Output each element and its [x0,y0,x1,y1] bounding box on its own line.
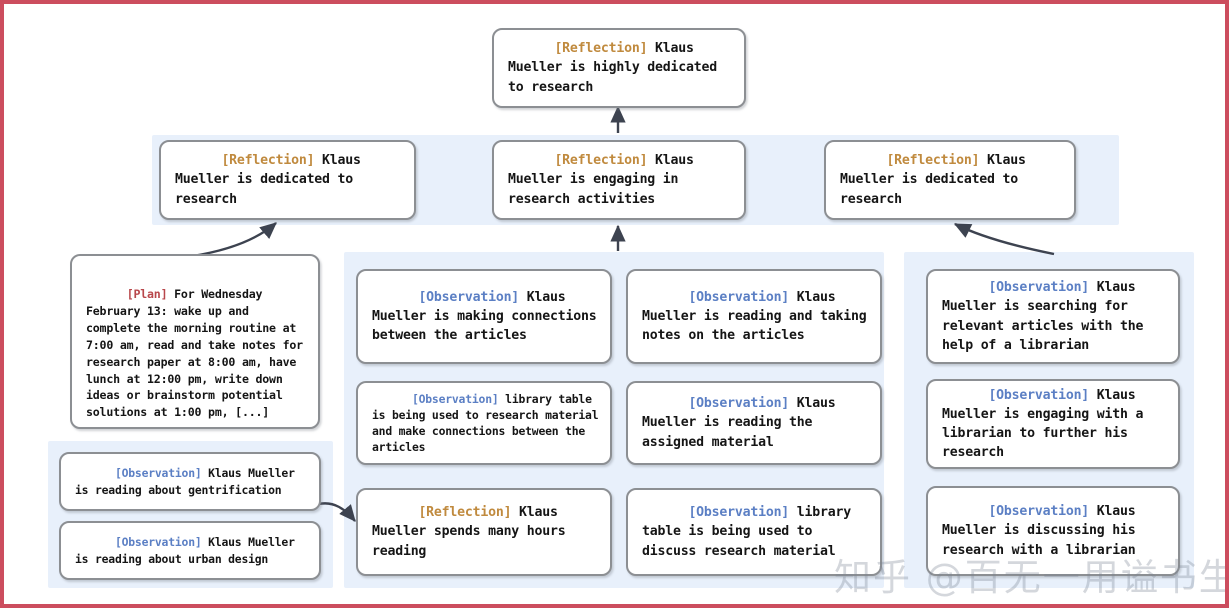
node-col2-observation-1[interactable]: [Observation] Klaus Mueller is reading a… [626,269,882,364]
node-text: Klaus Mueller is engaging with a librari… [942,387,1151,461]
node-reflection-left[interactable]: [Reflection] Klaus Mueller is dedicated … [159,140,416,220]
reflection-tag: [Reflection] [554,153,648,169]
observation-tag: [Observation] [114,466,202,481]
node-text: Klaus Mueller is dedicated to research [175,153,369,207]
node-text: library table is being used to research … [372,391,606,455]
node-left-observation-1[interactable]: [Observation] Klaus Mueller is reading a… [59,452,321,511]
node-top-reflection[interactable]: [Reflection] Klaus Mueller is highly ded… [492,28,746,108]
node-text: Klaus Mueller is dedicated to research [840,153,1034,207]
node-text: Klaus Mueller is making connections betw… [372,289,605,344]
observation-tag: [Observation] [988,387,1090,403]
node-text: library table is being used to discuss r… [642,505,859,559]
observation-tag: [Observation] [988,280,1090,296]
node-col1-reflection[interactable]: [Reflection] Klaus Mueller spends many h… [356,488,612,576]
node-text: Klaus Mueller spends many hours reading [372,505,574,559]
node-plan[interactable]: [Plan] For Wednesday February 13: wake u… [70,254,320,429]
node-reflection-right[interactable]: [Reflection] Klaus Mueller is dedicated … [824,140,1076,220]
node-text: For Wednesday February 13: wake up and c… [86,286,310,420]
node-text: Klaus Mueller is engaging in research ac… [508,153,702,207]
observation-tag: [Observation] [114,535,202,550]
node-text: Klaus Mueller is searching for relevant … [942,280,1151,353]
node-col3-observation-3[interactable]: [Observation] Klaus Mueller is discussin… [926,486,1180,576]
node-col3-observation-1[interactable]: [Observation] Klaus Mueller is searching… [926,269,1180,364]
watermark: 知乎 @百无一用谥书生 [834,556,1229,599]
node-col3-observation-2[interactable]: [Observation] Klaus Mueller is engaging … [926,379,1180,469]
node-text: Klaus Mueller is reading and taking note… [642,289,875,344]
reflection-tag: [Reflection] [554,41,648,57]
observation-tag: [Observation] [411,391,499,406]
observation-tag: [Observation] [418,289,520,305]
reflection-tag: [Reflection] [418,505,512,521]
arrow-col3-to-right-reflection [953,222,1055,256]
plan-tag: [Plan] [126,286,168,301]
observation-tag: [Observation] [688,505,790,521]
node-col1-observation-2[interactable]: [Observation] library table is being use… [356,381,612,465]
observation-tag: [Observation] [688,396,790,412]
node-text: Klaus Mueller is reading the assigned ma… [642,396,844,450]
node-text: Klaus Mueller is reading about gentrific… [75,466,302,497]
node-col1-observation-1[interactable]: [Observation] Klaus Mueller is making co… [356,269,612,364]
reflection-tag: [Reflection] [221,153,315,169]
observation-tag: [Observation] [988,504,1090,520]
node-text: Klaus Mueller is highly dedicated to res… [508,41,725,95]
node-text: Klaus Mueller is reading about urban des… [75,535,302,566]
observation-tag: [Observation] [688,289,790,305]
node-reflection-middle[interactable]: [Reflection] Klaus Mueller is engaging i… [492,140,746,220]
arrow-plan-to-left-reflection [185,222,277,259]
reflection-tag: [Reflection] [886,153,980,169]
node-text: Klaus Mueller is discussing his research… [942,504,1144,558]
node-col2-observation-3[interactable]: [Observation] library table is being use… [626,488,882,576]
node-col2-observation-2[interactable]: [Observation] Klaus Mueller is reading t… [626,381,882,465]
node-left-observation-2[interactable]: [Observation] Klaus Mueller is reading a… [59,521,321,580]
